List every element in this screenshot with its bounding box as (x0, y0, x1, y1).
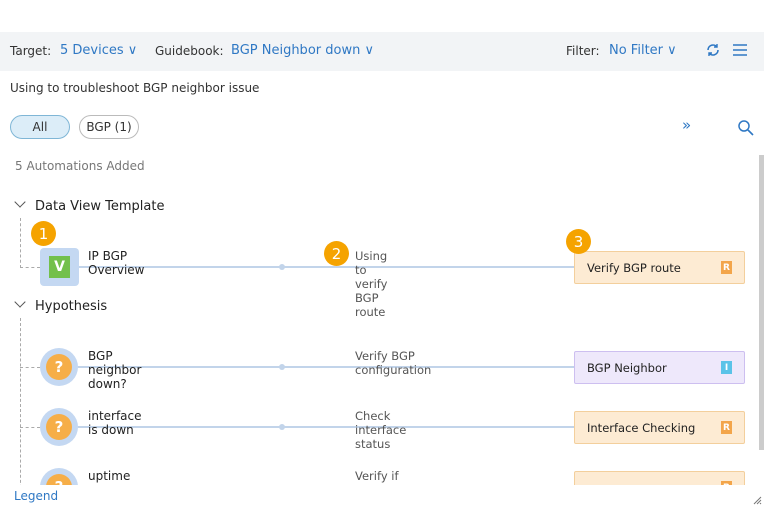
automation-desc: Check interface status (355, 409, 407, 451)
connector (78, 366, 574, 368)
question-icon: ? (46, 354, 72, 380)
question-icon: ? (46, 414, 72, 440)
target-label: Target: (10, 44, 52, 58)
automation-name: uptime < 15 mins (88, 469, 131, 485)
connector (78, 426, 574, 428)
connector-dot (279, 364, 285, 370)
section-title-dvt: Data View Template (35, 199, 165, 214)
guidebook-dropdown[interactable]: BGP Neighbor down ∨ (231, 43, 374, 58)
target-value: 5 Devices (60, 43, 124, 58)
automation-count: 5 Automations Added (15, 159, 145, 173)
filter-value: No Filter (609, 43, 664, 58)
section-title-hypothesis: Hypothesis (35, 299, 108, 314)
connector-dot (279, 424, 285, 430)
v-icon: V (49, 256, 70, 278)
question-icon: ? (46, 474, 72, 485)
intent-card[interactable]: BGP Neighbor I (574, 351, 745, 384)
menu-icon[interactable] (732, 43, 748, 57)
filter-label: Filter: (566, 44, 600, 58)
hypothesis-icon: ? (40, 348, 78, 386)
hypothesis-icon: ? (40, 468, 78, 485)
filter-all-pill[interactable]: All (10, 115, 70, 139)
card-label: Interface Checking (587, 420, 696, 435)
scrollbar[interactable] (759, 155, 764, 450)
connector (79, 266, 574, 268)
toolbar: Target: 5 Devices ∨ Guidebook: BGP Neigh… (0, 32, 764, 71)
tree-line (20, 318, 21, 485)
resize-handle-icon[interactable] (753, 496, 762, 505)
tree-line (20, 218, 21, 268)
runbook-icon: R (721, 481, 732, 485)
card-label: Verify BGP route (587, 260, 681, 275)
automation-desc: Using to verify BGP route (355, 249, 388, 319)
collapse-icon[interactable] (14, 196, 26, 208)
guidebook-label: Guidebook: (155, 44, 224, 58)
tree-line (20, 267, 40, 268)
expand-icon[interactable]: » (682, 116, 692, 134)
automation-name: interface is down (88, 409, 142, 437)
connector-dot (279, 264, 285, 270)
collapse-icon[interactable] (14, 296, 26, 308)
runbook-icon: R (721, 261, 732, 274)
refresh-icon[interactable] (705, 42, 721, 58)
runbook-icon: R (721, 421, 732, 434)
guidebook-value: BGP Neighbor down (231, 43, 361, 58)
legend-link[interactable]: Legend (14, 489, 59, 503)
step-badge-2: 2 (324, 241, 349, 266)
data-view-icon: V (40, 248, 79, 286)
runbook-card[interactable]: Verify BGP route R (574, 251, 745, 284)
filter-bgp-pill[interactable]: BGP (1) (79, 115, 139, 139)
tree-line (20, 367, 40, 368)
chevron-down-icon: ∨ (364, 43, 374, 58)
runbook-card[interactable]: Interface Checking R (574, 411, 745, 444)
filter-dropdown[interactable]: No Filter ∨ (609, 43, 677, 58)
automation-list: Data View Template V IP BGP Overview Usi… (0, 150, 764, 485)
runbook-card[interactable]: R (574, 471, 745, 485)
automation-name: BGP neighbor down? (88, 349, 142, 391)
chevron-down-icon: ∨ (127, 43, 138, 58)
hypothesis-icon: ? (40, 408, 78, 446)
chevron-down-icon: ∨ (667, 43, 677, 58)
automation-desc: Verify BGP configuration (355, 349, 432, 377)
guidebook-description: Using to troubleshoot BGP neighbor issue (10, 81, 260, 95)
step-badge-3: 3 (566, 229, 591, 254)
tree-line (20, 427, 40, 428)
card-label: BGP Neighbor (587, 360, 667, 375)
search-icon[interactable] (737, 119, 754, 136)
intent-icon: I (721, 361, 732, 374)
target-dropdown[interactable]: 5 Devices ∨ (60, 43, 137, 58)
step-badge-1: 1 (31, 221, 56, 246)
automation-name: IP BGP Overview (88, 249, 145, 277)
automation-desc: Verify if system is reloaded (355, 469, 399, 485)
